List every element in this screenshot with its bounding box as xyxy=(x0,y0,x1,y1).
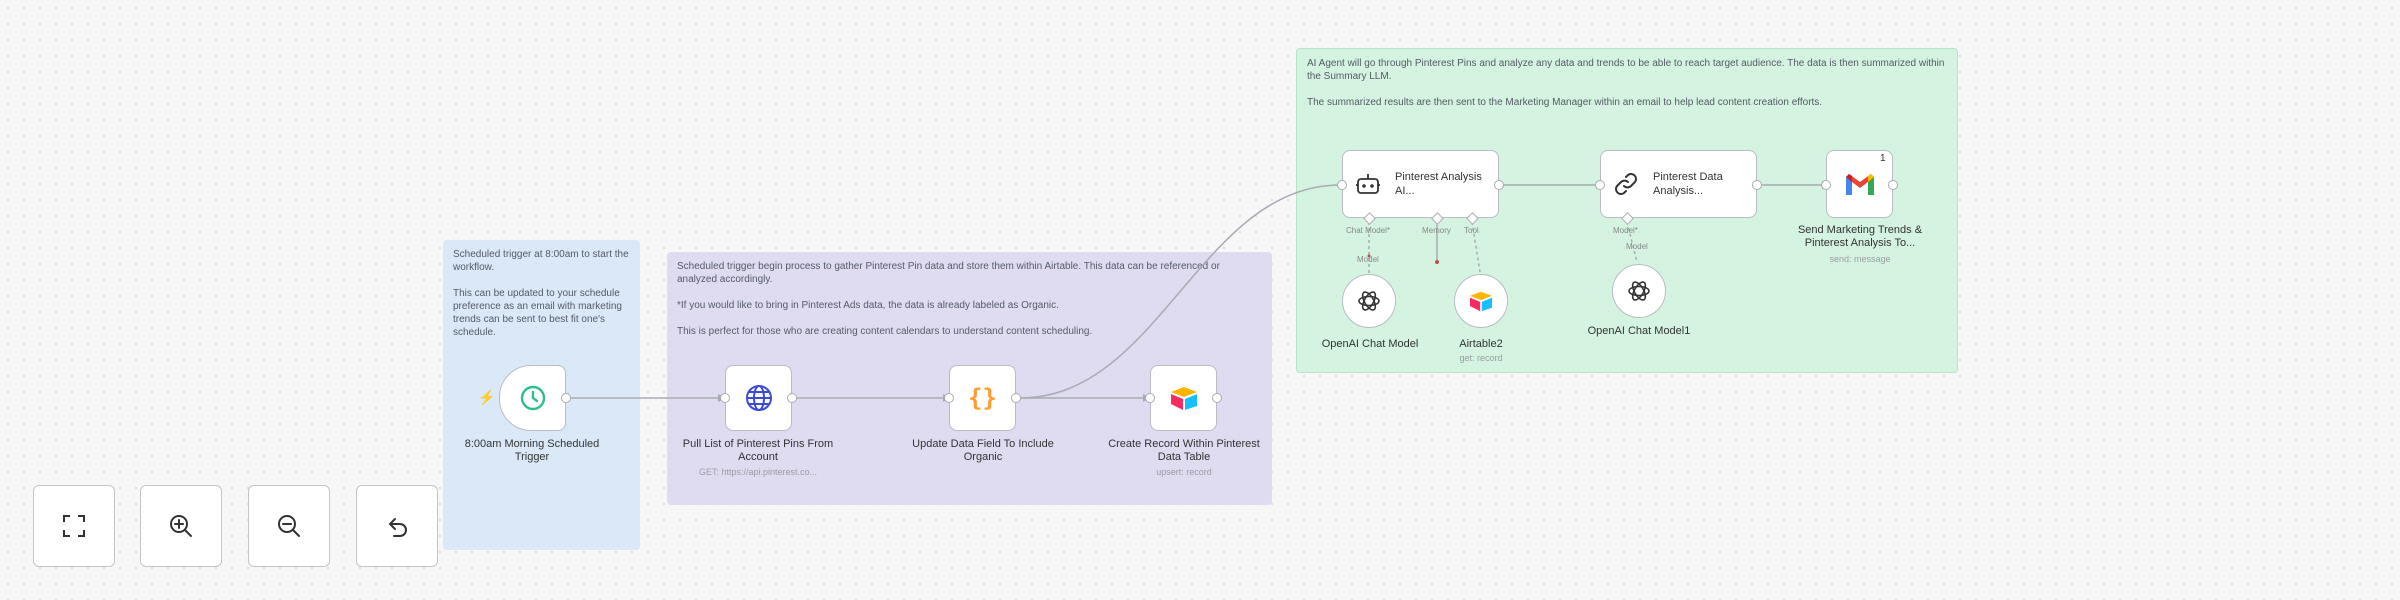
node-sublabel: get: record xyxy=(1459,353,1503,363)
braces-icon: {} xyxy=(968,384,997,412)
node-label: Update Data Field To Include Organic xyxy=(912,438,1054,463)
node-label: Pinterest Analysis AI... xyxy=(1395,171,1482,197)
node-label: Send Marketing Trends & Pinterest Analys… xyxy=(1797,224,1923,249)
input-handle[interactable] xyxy=(720,393,730,403)
note-text: This is perfect for those who are creati… xyxy=(677,326,1093,337)
port-label: Model xyxy=(1626,242,1648,251)
node-sublabel: GET: https://api.pinterest.co... xyxy=(698,467,818,477)
output-handle[interactable] xyxy=(1011,393,1021,403)
openai-icon xyxy=(1628,281,1650,301)
openai-icon xyxy=(1358,291,1380,311)
openai-chat-model-node[interactable] xyxy=(1612,264,1666,318)
output-handle[interactable] xyxy=(561,393,571,403)
node-sublabel: upsert: record xyxy=(1156,467,1212,477)
openai-chat-model-node[interactable] xyxy=(1342,274,1396,328)
sticky-note-schedule[interactable]: Scheduled trigger at 8:00am to start the… xyxy=(443,240,640,550)
chain-link-icon xyxy=(1615,173,1637,195)
output-handle[interactable] xyxy=(1752,180,1762,190)
output-handle[interactable] xyxy=(1212,393,1222,403)
note-text: AI Agent will go through Pinterest Pins … xyxy=(1307,58,1945,82)
port-label: Memory xyxy=(1422,226,1451,235)
undo-icon xyxy=(388,518,407,537)
node-label: Pull List of Pinterest Pins From Account xyxy=(682,438,834,463)
zoom-in-button[interactable] xyxy=(140,485,222,567)
lightning-icon: ⚡ xyxy=(478,389,496,405)
input-handle[interactable] xyxy=(1821,180,1831,190)
node-sublabel: send: message xyxy=(1829,254,1891,264)
output-handle[interactable] xyxy=(1494,180,1504,190)
http-request-node[interactable] xyxy=(725,365,792,431)
input-handle[interactable] xyxy=(1145,393,1155,403)
zoom-out-button[interactable] xyxy=(248,485,330,567)
airtable-tool-node[interactable] xyxy=(1454,274,1508,328)
input-handle[interactable] xyxy=(1595,180,1605,190)
airtable-create-node[interactable] xyxy=(1150,365,1217,431)
note-text: Scheduled trigger at 8:00am to start the… xyxy=(453,249,629,273)
fit-view-button[interactable] xyxy=(33,485,115,567)
summary-llm-node[interactable]: Pinterest Data Analysis... xyxy=(1600,150,1757,218)
airtable-icon xyxy=(1470,291,1492,312)
node-label: 8:00am Morning Scheduled Trigger xyxy=(464,438,600,463)
output-handle[interactable] xyxy=(787,393,797,403)
note-text: This can be updated to your schedule pre… xyxy=(453,288,622,338)
clock-icon xyxy=(520,385,545,411)
zoom-in-icon xyxy=(170,515,192,537)
gmail-icon xyxy=(1845,174,1874,195)
output-handle[interactable] xyxy=(1888,180,1898,190)
fullscreen-icon xyxy=(63,515,85,537)
airtable-icon xyxy=(1170,387,1197,410)
execution-count-badge: 1 xyxy=(1880,153,1886,164)
note-text: Scheduled trigger begin process to gathe… xyxy=(677,261,1220,285)
input-handle[interactable] xyxy=(1337,180,1347,190)
note-text: The summarized results are then sent to … xyxy=(1307,97,1823,108)
gmail-node[interactable] xyxy=(1826,150,1893,218)
port-label: Tool xyxy=(1464,226,1479,235)
schedule-trigger-node[interactable] xyxy=(499,365,566,431)
note-text: *If you would like to bring in Pinterest… xyxy=(677,300,1059,311)
robot-icon xyxy=(1356,174,1380,194)
update-field-node[interactable]: {} xyxy=(949,365,1016,431)
port-label: Model xyxy=(1357,255,1379,264)
ai-agent-node[interactable]: Pinterest Analysis AI... xyxy=(1342,150,1499,218)
port-label: Chat Model* xyxy=(1346,226,1391,235)
zoom-out-icon xyxy=(278,515,300,537)
node-label: OpenAI Chat Model1 xyxy=(1587,325,1691,337)
input-handle[interactable] xyxy=(944,393,954,403)
port-label: Model* xyxy=(1613,226,1638,235)
node-label: Pinterest Data Analysis... xyxy=(1653,171,1723,197)
node-label: OpenAI Chat Model xyxy=(1321,338,1419,350)
globe-icon xyxy=(745,385,772,411)
reset-zoom-button[interactable] xyxy=(356,485,438,567)
node-label: Create Record Within Pinterest Data Tabl… xyxy=(1108,438,1260,463)
node-label: Airtable2 xyxy=(1459,338,1503,350)
